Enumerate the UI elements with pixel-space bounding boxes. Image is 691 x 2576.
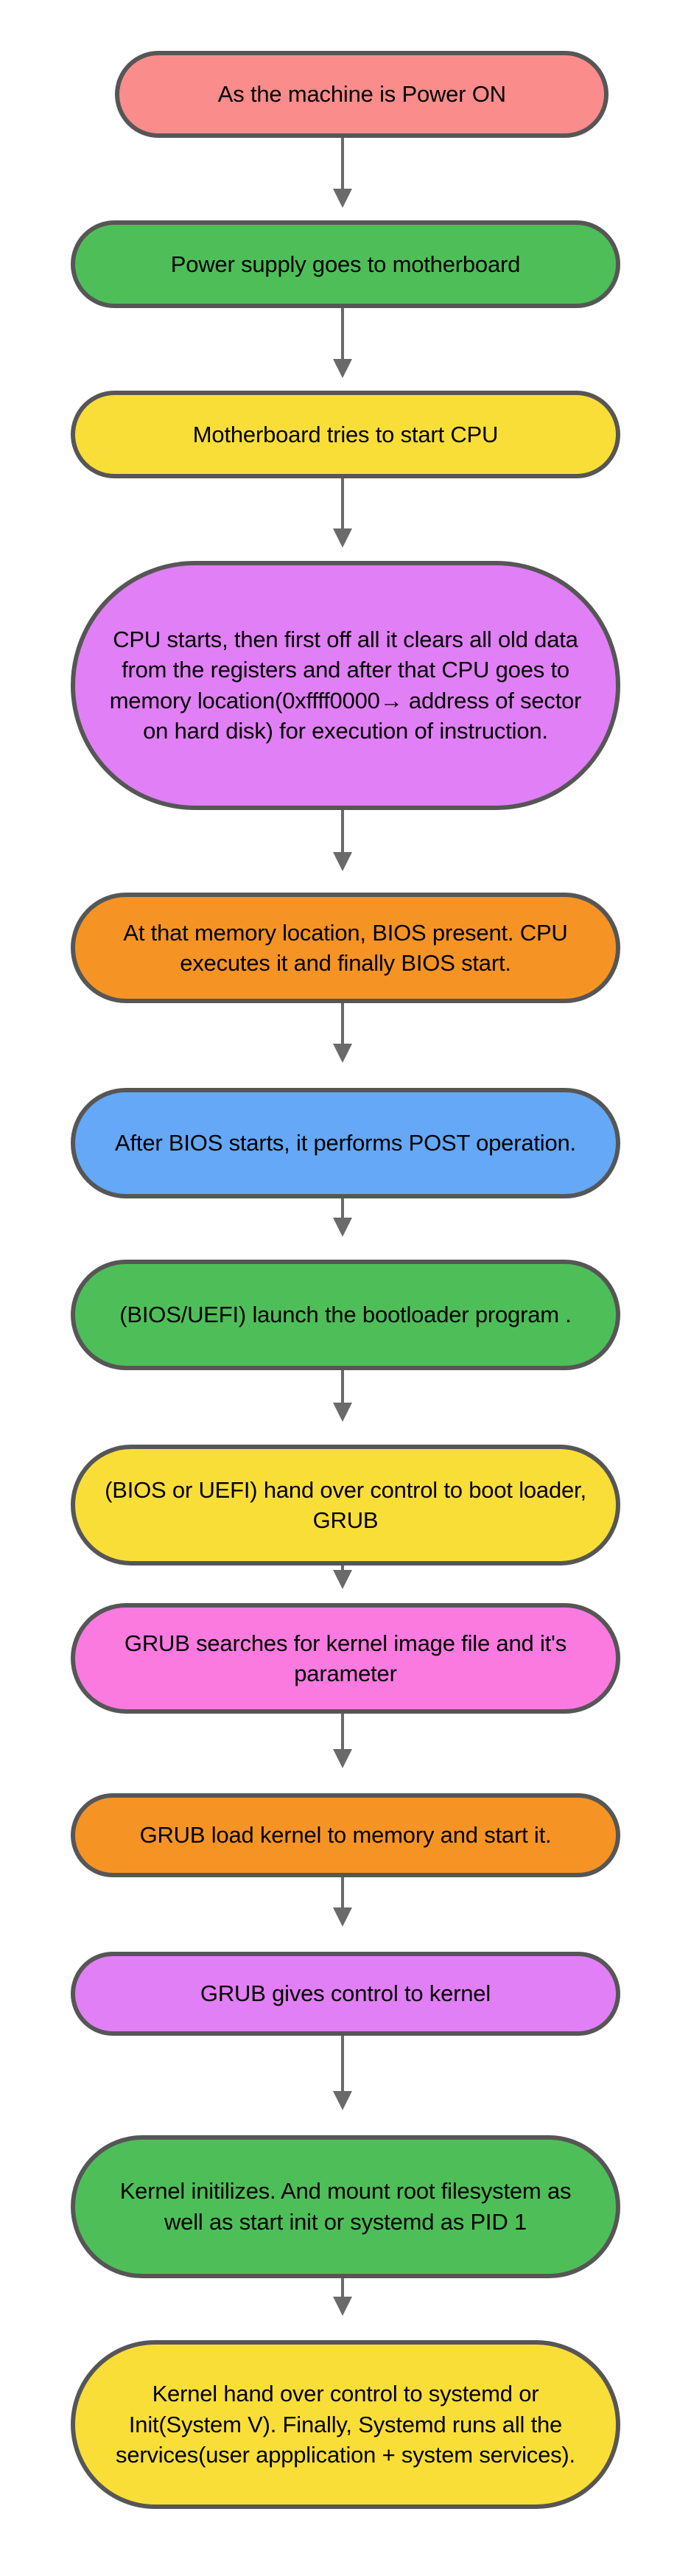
connector-arrow [340,1714,344,1750]
arrow-head-icon [332,1907,352,1927]
arrow-head-icon [332,1570,352,1590]
flow-node-bios-post: After BIOS starts, it performs POST oper… [71,1087,620,1199]
arrow-head-icon [332,528,352,548]
connector-arrow [340,1370,344,1403]
connector-arrow [340,1566,344,1571]
connector-arrow [340,2277,344,2297]
flow-node-kernel-init: Kernel initilizes. And mount root filesy… [71,2135,620,2278]
connector-arrow [340,1003,344,1044]
connector-arrow [340,1877,344,1908]
flow-node-cpu-starts: CPU starts, then first off all it clears… [71,560,620,810]
arrow-head-icon [332,1749,352,1769]
connector-arrow [340,478,344,529]
arrow-head-icon [332,851,352,871]
flow-node-motherboard-start-cpu: Motherboard tries to start CPU [71,390,620,478]
flow-node-power-supply: Power supply goes to motherboard [71,220,620,309]
flow-node-kernel-hand-over-systemd: Kernel hand over control to systemd or I… [71,2340,620,2509]
arrow-head-icon [332,1217,352,1237]
connector-arrow [340,2035,344,2092]
flow-node-launch-bootloader: (BIOS/UEFI) launch the bootloader progra… [71,1259,620,1371]
arrow-head-icon [332,358,352,378]
connector-arrow [340,308,344,359]
flow-node-bios-present: At that memory location, BIOS present. C… [71,892,620,1004]
connector-arrow [340,1198,344,1218]
flow-node-hand-over-grub: (BIOS or UEFI) hand over control to boot… [71,1444,620,1566]
flow-node-grub-search-kernel: GRUB searches for kernel image file and … [71,1602,620,1714]
flow-node-grub-load-kernel: GRUB load kernel to memory and start it. [71,1793,620,1877]
flow-node-power-on: As the machine is Power ON [115,50,609,139]
arrow-head-icon [332,188,352,208]
connector-arrow [340,809,344,852]
arrow-head-icon [332,1044,352,1064]
arrow-head-icon [332,2296,352,2316]
flow-node-grub-gives-control: GRUB gives control to kernel [71,1951,620,2036]
arrow-head-icon [332,1402,352,1422]
arrow-head-icon [332,2091,352,2111]
connector-arrow [340,138,344,189]
